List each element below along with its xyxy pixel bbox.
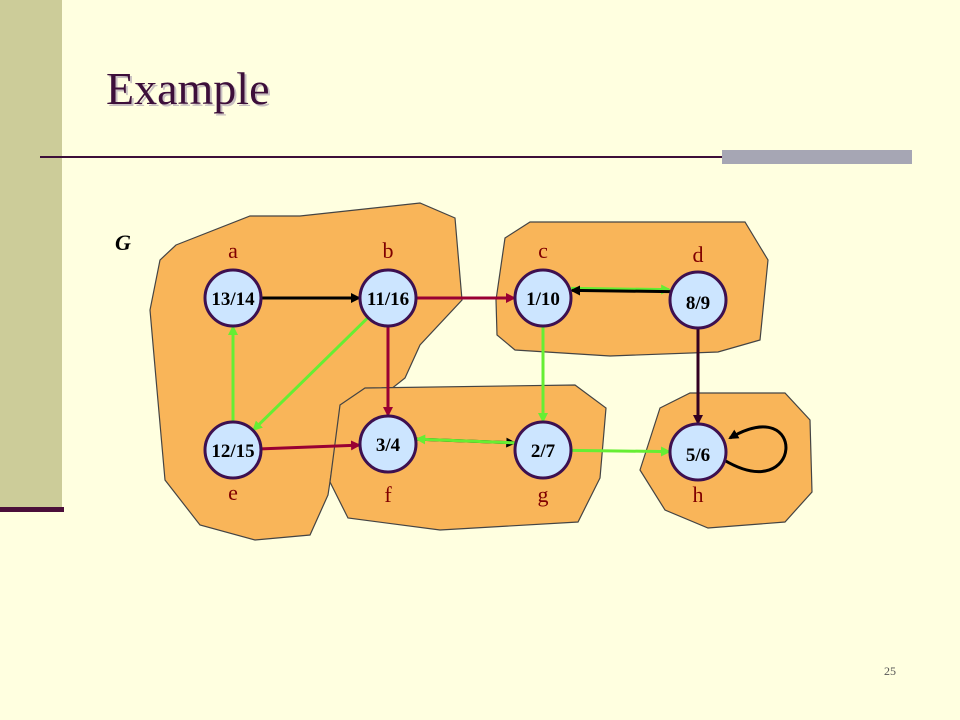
edge-b-e: [252, 316, 370, 432]
node-g-times: 2/7: [531, 441, 556, 462]
node-f-times: 3/4: [376, 435, 401, 456]
page-number: 25: [884, 664, 896, 678]
title-rule-accent: [722, 150, 912, 164]
node-c-name: c: [538, 238, 548, 263]
node-f-circle: [358, 414, 418, 474]
node-b: 11/16 b: [358, 238, 418, 328]
node-c-times: 1/10: [526, 289, 560, 310]
nodes-layer: 13/14 a 11/16 b 1/10 c 8/9 d 12/15 e 3/4 f 2/7 g 5/6 h: [203, 238, 728, 507]
edge-c-d: [571, 284, 672, 295]
node-b-name: b: [383, 238, 394, 263]
node-a-name: a: [228, 238, 238, 263]
node-a: 13/14 a: [203, 238, 263, 328]
edge-d-c: [570, 285, 671, 296]
edge-g-f: [415, 434, 516, 445]
slide-title: Example: [106, 63, 270, 114]
node-h-times: 5/6: [686, 445, 710, 466]
edge-e-f: [260, 440, 362, 451]
node-g: 2/7 g: [513, 420, 573, 507]
node-c: 1/10 c: [513, 238, 573, 328]
node-b-circle: [358, 268, 418, 328]
node-e: 12/15 e: [203, 420, 263, 505]
node-g-name: g: [538, 482, 549, 507]
node-h-circle: [668, 422, 728, 482]
node-a-circle: [203, 268, 263, 328]
node-h: 5/6 h: [668, 422, 728, 507]
node-b-times: 11/16: [367, 289, 409, 310]
node-e-name: e: [228, 480, 238, 505]
edges-layer: [228, 284, 788, 473]
edge-g-h: [570, 446, 672, 457]
node-f: 3/4 f: [358, 414, 418, 507]
node-d-times: 8/9: [686, 293, 710, 314]
sidebar-bar: [0, 0, 62, 510]
node-d: 8/9 d: [668, 242, 728, 330]
node-f-name: f: [384, 482, 392, 507]
node-h-name: h: [693, 482, 704, 507]
node-d-name: d: [693, 242, 704, 267]
node-d-circle: [668, 270, 728, 330]
node-g-circle: [513, 420, 573, 480]
edge-h-h: [723, 425, 788, 473]
sidebar-bar-foot: [0, 507, 64, 512]
title-rule: [40, 156, 912, 158]
node-e-times: 12/15: [211, 441, 254, 462]
node-e-circle: [203, 420, 263, 480]
node-c-circle: [513, 268, 573, 328]
node-a-times: 13/14: [211, 289, 255, 310]
graph-label: G: [115, 230, 131, 255]
